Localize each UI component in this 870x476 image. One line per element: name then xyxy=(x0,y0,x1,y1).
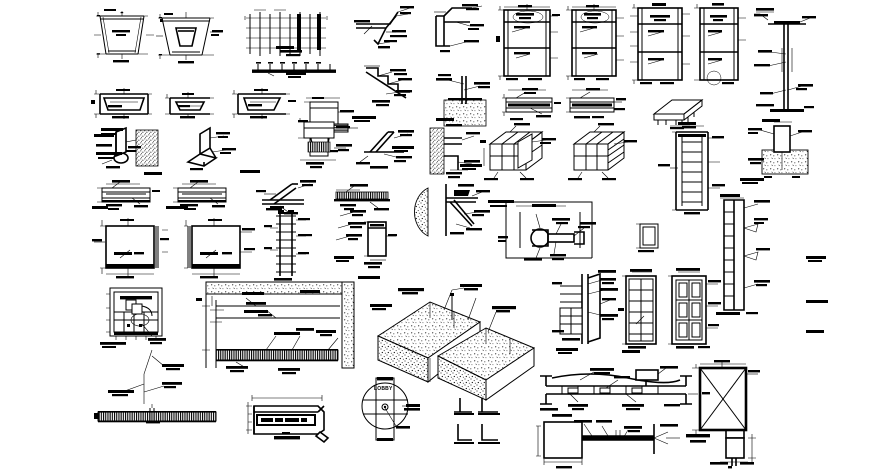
detail-x-braced-panel-elevation xyxy=(686,360,760,469)
detail-corbel-bracket-section xyxy=(414,184,490,237)
detail-partition-elevation-d xyxy=(694,3,746,86)
annotation-c-4 xyxy=(460,164,482,167)
detail-grille-leader-lines xyxy=(108,349,184,404)
annotation-rm-2 xyxy=(490,205,507,207)
annotation-c-1 xyxy=(334,256,354,259)
annotation-bl-1 xyxy=(101,128,123,131)
detail-parapet-cap-section xyxy=(434,4,484,53)
annotation-cm-4 xyxy=(394,150,408,152)
detail-stair-nosing-section xyxy=(364,65,412,107)
detail-window-frame-elevation-a xyxy=(496,4,560,81)
detail-rebar-chair-row-plan xyxy=(252,62,336,77)
detail-cabinet-frame-isometric-a xyxy=(480,123,556,181)
detail-door-elevation-grid xyxy=(618,269,657,349)
detail-cabinet-frame-isometric-b xyxy=(568,123,637,181)
detail-grating-section-long xyxy=(94,404,217,424)
detail-lobby-circular-plan: LOBBY xyxy=(361,377,420,441)
annotation-br-2 xyxy=(558,352,572,354)
annotation-bl-3 xyxy=(96,152,122,155)
detail-light-pole-elevation xyxy=(754,8,816,112)
detail-truss-section-elevation xyxy=(540,366,692,411)
annotation-ml-2 xyxy=(240,170,260,173)
detail-gutter-bracket-isometric-right xyxy=(186,126,236,171)
detail-foundation-isometric-3d xyxy=(370,284,536,401)
detail-floor-grille-plan xyxy=(100,287,166,348)
detail-lintel-section-right xyxy=(173,180,227,210)
annotation-ml-1 xyxy=(144,172,162,175)
annotation-tm-1 xyxy=(286,72,306,75)
detail-rebar-cage-elevation xyxy=(244,9,328,57)
annotation-cm-1 xyxy=(352,116,376,119)
detail-equipment-mount-elevation xyxy=(498,201,596,261)
annotation-c-3 xyxy=(358,276,380,279)
detail-beam-reinforcement-section-2 xyxy=(566,88,626,119)
detail-grating-edge-section xyxy=(334,184,390,211)
annotation-rt-2 xyxy=(742,182,758,184)
detail-post-footing-concrete-section xyxy=(748,119,812,178)
annotation-tm-2 xyxy=(288,76,301,78)
annotation-rm-1 xyxy=(488,200,514,203)
detail-downspout-connection-section xyxy=(298,118,352,169)
annotation-br-3 xyxy=(622,350,640,353)
detail-trapezoidal-footing-section-left xyxy=(94,9,154,63)
lobby-text: LOBBY xyxy=(374,386,393,392)
detail-wall-section-large xyxy=(196,281,355,375)
detail-footing-plan-left xyxy=(91,88,152,119)
detail-column-reinforcement-elevation xyxy=(658,122,725,215)
detail-annotation-cluster-mid xyxy=(335,210,366,241)
annotation-bc-1 xyxy=(300,290,320,293)
annotation-bl-4 xyxy=(98,157,114,159)
detail-ramp-section xyxy=(256,180,316,215)
detail-name-plate-sign xyxy=(246,395,330,444)
detail-roof-flashing-section xyxy=(354,6,414,49)
detail-column-rebar-section xyxy=(264,206,312,281)
detail-footing-plan-right xyxy=(232,88,296,119)
annotation-r-3 xyxy=(806,300,828,303)
detail-lintel-section-left xyxy=(97,180,160,210)
annotation-r-1 xyxy=(806,256,826,259)
annotation-c-5 xyxy=(462,168,476,170)
annotation-br-1 xyxy=(556,348,578,351)
detail-footing-plan-mid xyxy=(165,92,214,119)
annotation-r-4 xyxy=(806,330,824,333)
annotation-cm-2 xyxy=(354,120,370,122)
annotation-rt-1 xyxy=(740,178,764,181)
detail-slab-plan-right xyxy=(184,218,255,279)
detail-angle-profiles xyxy=(454,398,500,444)
detail-trapezoidal-footing-section-right xyxy=(156,12,223,64)
detail-wall-tie-section xyxy=(429,124,480,179)
detail-cantilever-beam-section xyxy=(536,414,680,469)
detail-post-in-earth-section xyxy=(436,74,490,127)
annotation-cm-5 xyxy=(436,118,454,121)
detail-louver-wall-section xyxy=(716,194,770,315)
detail-beam-reinforcement-section xyxy=(502,88,561,121)
annotation-bl-2 xyxy=(101,133,116,135)
detail-handrail-bracket-section xyxy=(356,130,414,169)
detail-slab-plan-left xyxy=(92,218,169,279)
annotation-ml-4 xyxy=(166,206,188,209)
detail-precast-slab-isometric xyxy=(652,98,704,130)
detail-tie-beam-section xyxy=(364,221,397,269)
annotation-c-2 xyxy=(336,260,349,262)
detail-door-elevation-detail xyxy=(668,268,721,349)
detail-door-jamb-section xyxy=(636,223,659,253)
annotation-cm-3 xyxy=(392,146,414,149)
detail-window-frame-elevation-b xyxy=(566,4,624,81)
annotation-r-2 xyxy=(808,260,822,262)
detail-partition-detail-stack xyxy=(552,270,618,344)
annotation-ml-3 xyxy=(92,206,108,209)
detail-partition-elevation-c xyxy=(630,3,690,85)
